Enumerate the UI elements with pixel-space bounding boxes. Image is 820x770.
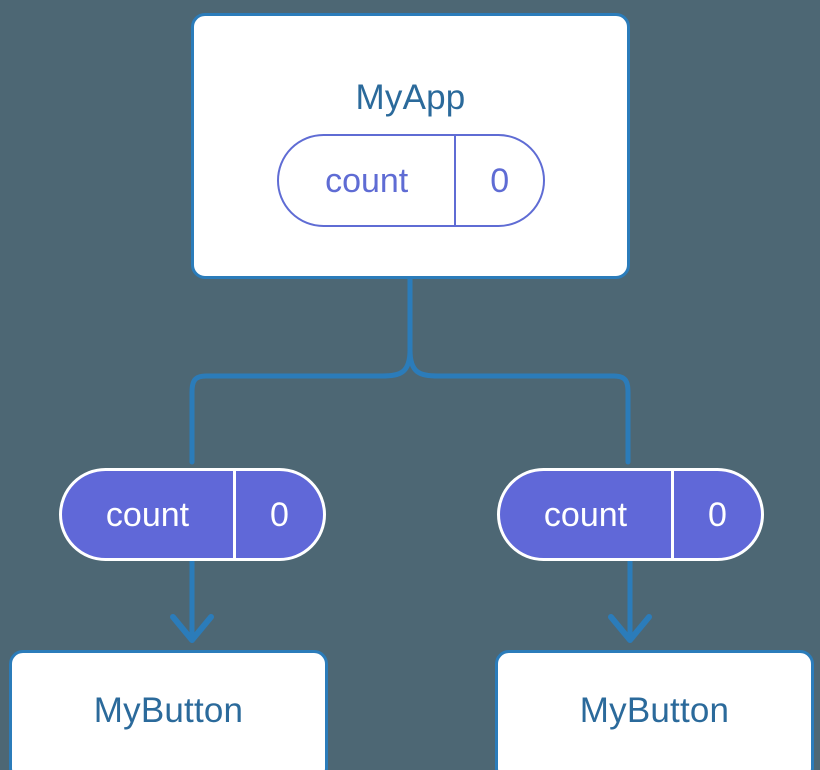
arrowhead-left-icon <box>170 614 214 643</box>
state-pill-child-left[interactable]: count 0 <box>59 468 326 561</box>
state-pill-value: 0 <box>671 471 761 558</box>
component-title-myapp: MyApp <box>355 78 466 117</box>
state-pill-myapp[interactable]: count 0 <box>277 134 545 227</box>
connector-branch-right <box>407 347 631 465</box>
state-pill-value: 0 <box>233 471 323 558</box>
state-pill-key: count <box>325 161 409 200</box>
connector-branch-left <box>189 347 413 465</box>
component-title-mybutton: MyButton <box>93 691 244 730</box>
state-pill-child-right[interactable]: count 0 <box>497 468 764 561</box>
component-node-mybutton-right[interactable]: MyButton <box>495 650 814 770</box>
state-pill-key: count <box>105 495 190 534</box>
component-title-mybutton: MyButton <box>579 691 730 730</box>
arrowhead-right-icon <box>608 614 652 643</box>
component-node-mybutton-left[interactable]: MyButton <box>9 650 328 770</box>
state-pill-value: 0 <box>454 136 543 225</box>
state-pill-key: count <box>543 495 628 534</box>
